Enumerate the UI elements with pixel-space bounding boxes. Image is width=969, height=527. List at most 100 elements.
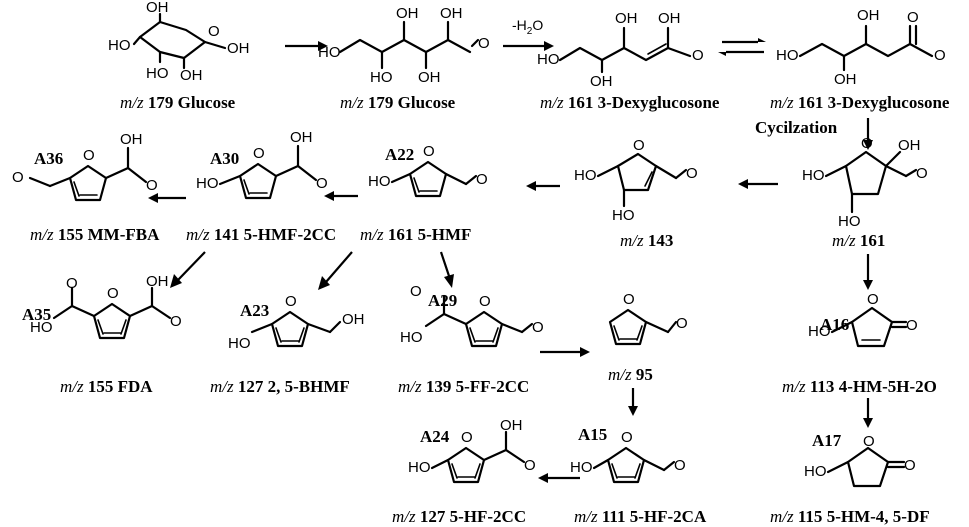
arrowhead	[580, 347, 590, 357]
atom-label: HO	[370, 69, 393, 86]
glucose-ring-structure: OH HO HO OH OH O	[108, 0, 250, 84]
atom-label: OH	[146, 0, 169, 16]
atom-label: HO	[318, 44, 341, 61]
atom-label: HO	[400, 329, 423, 346]
atom-label: HO	[612, 207, 635, 224]
atom-label: HO	[804, 463, 827, 480]
label-mz95: m/z 95	[608, 365, 653, 384]
arrowhead	[318, 276, 330, 290]
arrowhead	[738, 179, 748, 189]
A29-structure: A29 O O HO O	[400, 283, 544, 348]
atom-label: HO	[196, 175, 219, 192]
atom-label: HO	[537, 51, 560, 68]
arrowhead	[863, 418, 873, 428]
compound-id: A22	[385, 145, 414, 164]
compound-id: A24	[420, 427, 450, 446]
atom-label: O	[906, 317, 918, 334]
atom-label: OH	[180, 67, 203, 84]
atom-label: O	[66, 275, 78, 292]
A30-structure: A30 O HO OH O	[196, 129, 328, 200]
atom-label: O	[208, 23, 220, 40]
atom-label: OH	[898, 137, 921, 154]
atom-label: OH	[227, 40, 250, 57]
arrowhead	[863, 140, 873, 150]
compound-id: A23	[240, 301, 269, 320]
atom-label: O	[461, 429, 473, 446]
atom-label: OH	[342, 311, 365, 328]
atom-label: O	[863, 433, 875, 450]
compound-id: A35	[22, 305, 51, 324]
reaction-label-dehydration: -H2O	[512, 17, 543, 37]
arrowhead	[863, 280, 873, 290]
atom-label: OH	[418, 69, 441, 86]
atom-label: HO	[838, 213, 861, 230]
atom-label: O	[410, 283, 422, 300]
atom-label: O	[867, 291, 879, 308]
atom-label: O	[532, 319, 544, 336]
atom-label: O	[146, 177, 158, 194]
atom-label: HO	[408, 459, 431, 476]
compound-id: A16	[820, 315, 849, 334]
arrowhead	[324, 191, 334, 201]
atom-label: O	[285, 293, 297, 310]
label-A15: m/z 111 5-HF-2CA	[574, 507, 707, 526]
label-A30: m/z 141 5-HMF-2CC	[186, 225, 336, 244]
atom-label: OH	[440, 5, 463, 22]
arrowhead	[718, 52, 726, 56]
atom-label: OH	[290, 129, 313, 146]
atom-label: O	[12, 169, 24, 186]
atom-label: OH	[834, 71, 857, 88]
compound-id: A17	[812, 431, 842, 450]
compound-id: A29	[428, 291, 457, 310]
atom-label: HO	[30, 319, 53, 336]
atom-label: HO	[570, 459, 593, 476]
atom-label: O	[692, 47, 704, 64]
atom-label: HO	[146, 65, 169, 82]
atom-label: OH	[658, 10, 681, 27]
atom-label: O	[478, 35, 490, 52]
atom-label: HO	[574, 167, 597, 184]
atom-label: O	[621, 429, 633, 446]
A36-structure: A36 O O OH O	[12, 131, 158, 202]
arrowhead	[444, 274, 454, 288]
atom-label: O	[904, 457, 916, 474]
A22-structure: A22 O HO O	[368, 143, 488, 198]
A17-structure: A17 O HO O	[804, 431, 916, 488]
label-A35: m/z 155 FDA	[60, 377, 153, 396]
deoxyglucosone-keto-structure: HO OH OH O O	[776, 7, 946, 88]
atom-label: O	[316, 175, 328, 192]
atom-label: O	[524, 457, 536, 474]
mz143-structure: O HO HO O	[574, 137, 698, 224]
arrow	[177, 251, 206, 281]
atom-label: O	[861, 135, 873, 152]
atom-label: O	[633, 137, 645, 154]
atom-label: HO	[228, 335, 251, 352]
glucose-open-structure: HO HO OH OH OH O	[318, 5, 490, 86]
label-deoxyglucosone-keto: m/z 161 3-Dexyglucosone	[770, 93, 950, 112]
atom-label: O	[674, 457, 686, 474]
compound-id: A36	[34, 149, 63, 168]
label-A22: m/z 161 5-HMF	[360, 225, 471, 244]
label-deoxyglucosone-enol: m/z 161 3-Dexyglucosone	[540, 93, 720, 112]
label-A16: m/z 113 4-HM-5H-2O	[782, 377, 937, 396]
atom-label: OH	[857, 7, 880, 24]
label-A36: m/z 155 MM-FBA	[30, 225, 160, 244]
arrow	[439, 251, 451, 277]
arrowhead	[758, 38, 766, 42]
arrowhead	[628, 406, 638, 416]
A15-structure: A15 O HO O	[570, 425, 686, 484]
atom-label: O	[686, 165, 698, 182]
A24-structure: A24 O HO OH O	[408, 417, 536, 484]
label-A29: m/z 139 5-FF-2CC	[398, 377, 529, 396]
atom-label: HO	[776, 47, 799, 64]
arrowhead	[170, 274, 182, 288]
atom-label: HO	[108, 37, 131, 54]
atom-label: O	[907, 9, 919, 26]
atom-label: O	[83, 147, 95, 164]
atom-label: OH	[500, 417, 523, 434]
arrow	[325, 251, 353, 283]
arrowhead	[148, 193, 158, 203]
atom-label: O	[479, 293, 491, 310]
